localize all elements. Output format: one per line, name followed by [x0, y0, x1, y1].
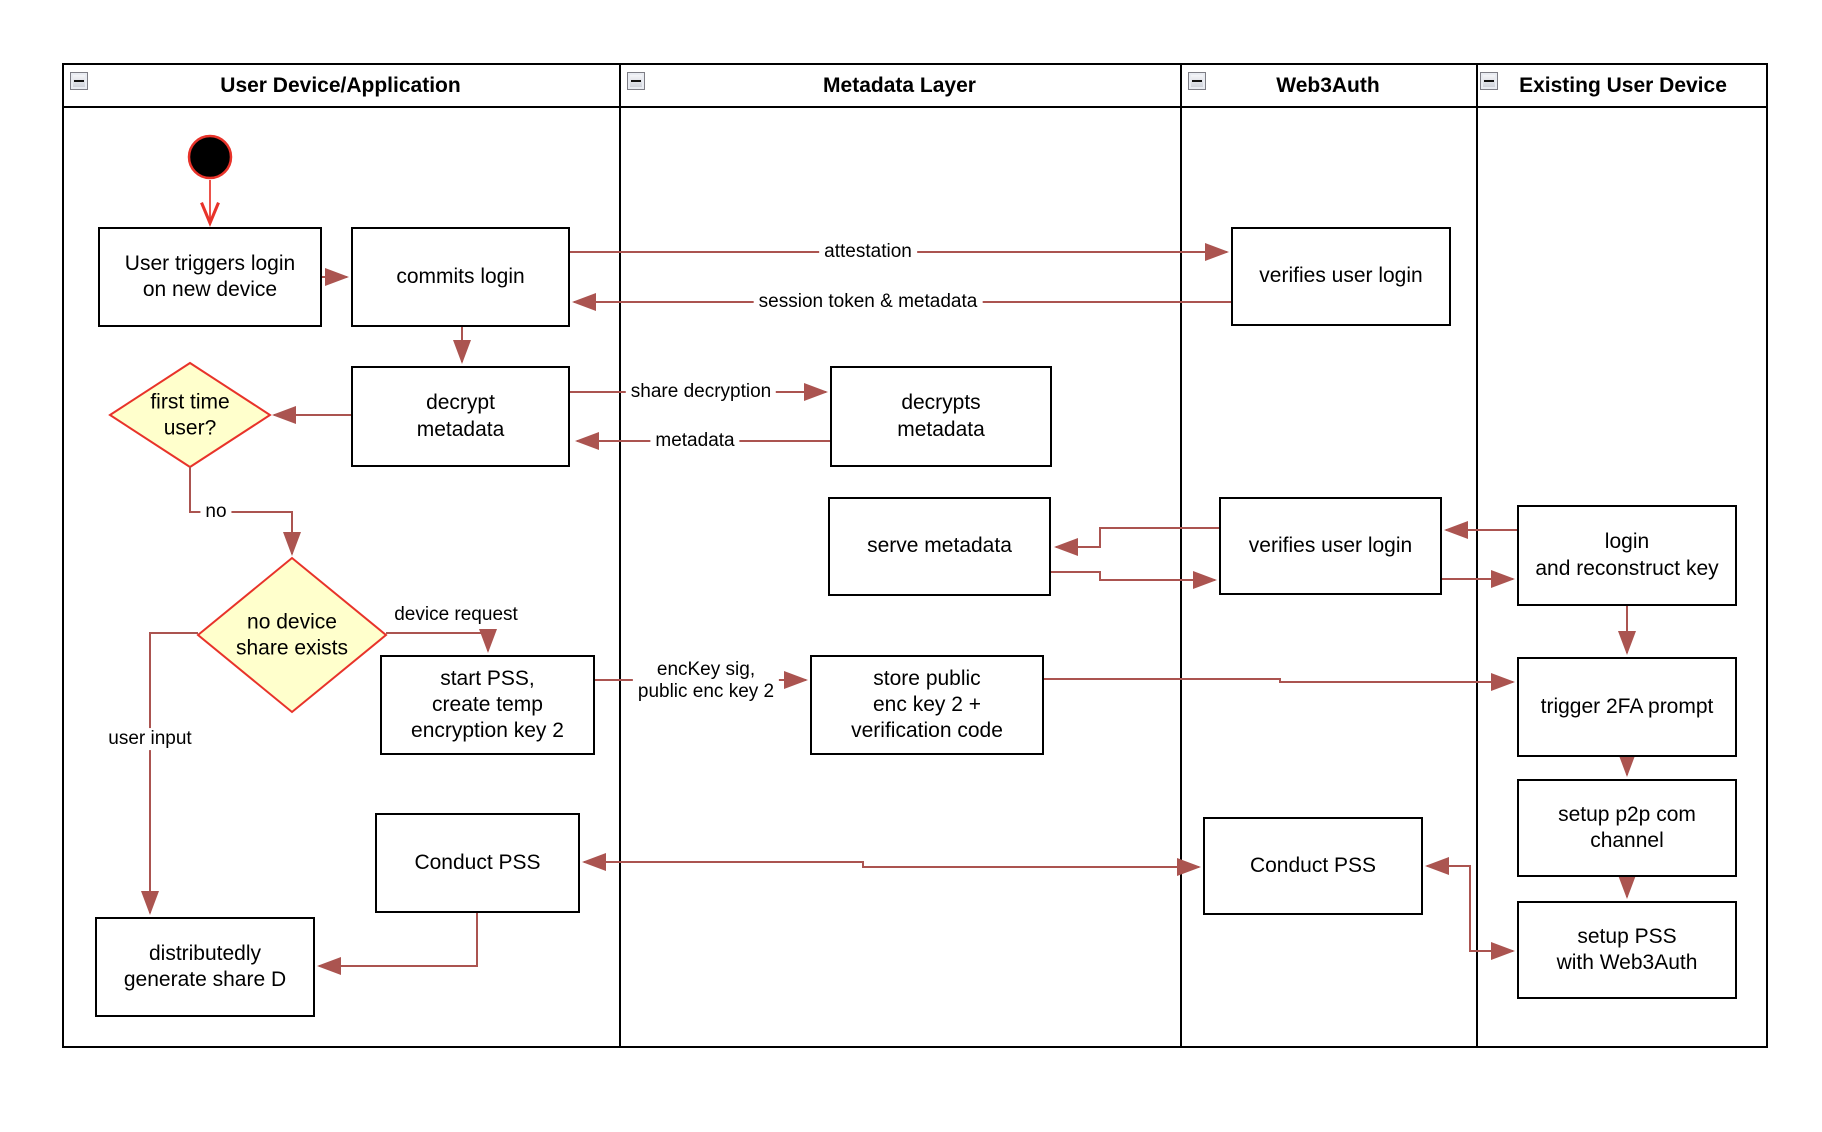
- lane-title-metadata-layer: Metadata Layer: [823, 74, 976, 97]
- collapse-lane-icon[interactable]: [1188, 72, 1206, 90]
- minus-icon: [74, 80, 84, 82]
- lane-title-web3auth: Web3Auth: [1276, 74, 1380, 97]
- node-trigger-2fa-prompt[interactable]: trigger 2FA prompt: [1517, 657, 1737, 757]
- edge-label-e-session: session token & metadata: [753, 291, 983, 313]
- node-store-public-enc-key[interactable]: store public enc key 2 + verification co…: [810, 655, 1044, 755]
- node-verifies-user-login-2[interactable]: verifies user login: [1219, 497, 1442, 595]
- node-setup-p2p-channel[interactable]: setup p2p com channel: [1517, 779, 1737, 877]
- diagram-frame: [62, 63, 1768, 1048]
- node-serve-metadata[interactable]: serve metadata: [828, 497, 1051, 596]
- edge-label-e-attestation: attestation: [819, 241, 917, 263]
- node-label-no-device-share: no device share exists: [235, 610, 349, 659]
- lane-divider-2: [1180, 63, 1182, 1048]
- node-commits-login[interactable]: commits login: [351, 227, 570, 327]
- node-start-pss[interactable]: start PSS, create temp encryption key 2: [380, 655, 595, 755]
- edge-label-e-device-request: device request: [389, 604, 523, 626]
- edge-label-e-enckey: encKey sig, public enc key 2: [632, 659, 780, 703]
- node-verifies-user-login-1[interactable]: verifies user login: [1231, 227, 1451, 326]
- lane-title-existing-device: Existing User Device: [1519, 74, 1727, 97]
- minus-icon: [631, 80, 641, 82]
- minus-icon: [1192, 80, 1202, 82]
- lane-divider-3: [1476, 63, 1478, 1048]
- node-decrypts-metadata[interactable]: decrypts metadata: [830, 366, 1052, 467]
- lane-divider-1: [619, 63, 621, 1048]
- minus-icon: [1484, 80, 1494, 82]
- node-login-reconstruct-key[interactable]: login and reconstruct key: [1517, 505, 1737, 606]
- collapse-lane-icon[interactable]: [1480, 72, 1498, 90]
- node-decrypt-metadata[interactable]: decrypt metadata: [351, 366, 570, 467]
- edge-label-e-user-input: user input: [103, 728, 197, 750]
- edge-label-e-metadata: metadata: [650, 430, 740, 452]
- collapse-lane-icon[interactable]: [70, 72, 88, 90]
- node-conduct-pss-web3auth[interactable]: Conduct PSS: [1203, 817, 1423, 915]
- edge-label-e-share-decryption: share decryption: [625, 381, 777, 403]
- collapse-lane-icon[interactable]: [627, 72, 645, 90]
- lane-header-row: [62, 63, 1768, 108]
- node-generate-share-d[interactable]: distributedly generate share D: [95, 917, 315, 1017]
- node-label-first-time-user: first time user?: [150, 390, 230, 439]
- lane-title-user-device: User Device/Application: [220, 74, 461, 97]
- node-setup-pss-web3auth[interactable]: setup PSS with Web3Auth: [1517, 901, 1737, 999]
- node-user-triggers-login[interactable]: User triggers login on new device: [98, 227, 322, 327]
- edge-label-e-no: no: [200, 501, 232, 523]
- node-conduct-pss-user[interactable]: Conduct PSS: [375, 813, 580, 913]
